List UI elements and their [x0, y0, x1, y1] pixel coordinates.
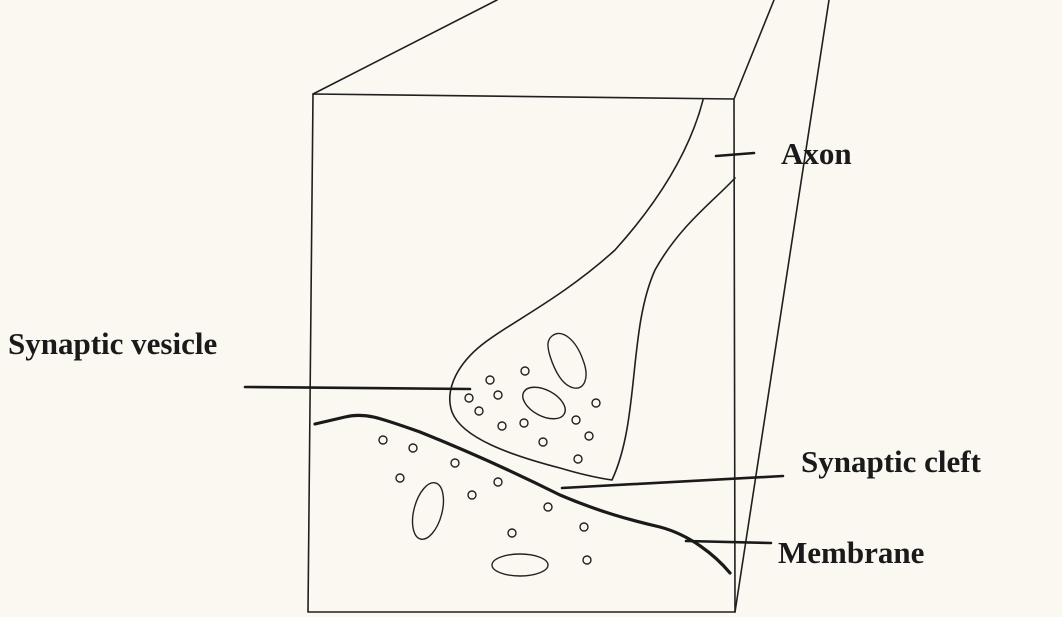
receptor-dot — [450, 458, 460, 468]
block-top-edge-left — [312, 0, 498, 95]
mitochondrion — [491, 553, 549, 577]
receptor-dot — [543, 502, 553, 512]
receptor-dot — [408, 443, 418, 453]
synaptic-vesicle-dot — [493, 390, 503, 400]
axon-terminal-outline — [449, 99, 736, 481]
synaptic-vesicle-dot — [485, 375, 495, 385]
synaptic-cleft-label: Synaptic cleft — [801, 444, 981, 479]
synaptic-vesicle-dot — [464, 393, 474, 403]
synaptic-cleft-leader — [560, 474, 785, 490]
block-front-face — [307, 93, 736, 613]
mitochondrion — [547, 332, 587, 389]
axon-label: Axon — [781, 136, 852, 171]
synaptic-vesicle-dot — [519, 418, 529, 428]
receptor-dot — [395, 473, 405, 483]
receptor-dot — [467, 490, 477, 500]
leader-lines — [243, 385, 785, 545]
membrane-line — [313, 413, 732, 575]
synaptic-vesicle-dot — [584, 431, 594, 441]
synaptic-vesicle-dot — [474, 406, 484, 416]
receptor-dot — [579, 522, 589, 532]
receptor-dot — [507, 528, 517, 538]
axon-label-leader — [714, 151, 756, 158]
synaptic-vesicle-dot — [571, 415, 581, 425]
membrane-label: Membrane — [778, 535, 925, 570]
mitochondrion — [522, 386, 566, 420]
block-top-edge-right — [733, 0, 775, 100]
receptor-dot — [582, 555, 592, 565]
synaptic-vesicle-dot — [520, 366, 530, 376]
synaptic-vesicle-dot — [497, 421, 507, 431]
synaptic-vesicle-leader — [243, 385, 472, 391]
axon-terminal — [449, 99, 756, 481]
synaptic-vesicle-dot — [573, 454, 583, 464]
tissue-block — [307, 0, 830, 613]
synaptic-vesicle-dot — [538, 437, 548, 447]
synaptic-vesicle-label: Synaptic vesicle — [8, 326, 218, 361]
block-back-edge — [734, 0, 830, 613]
receptor-dot — [493, 477, 503, 487]
postsynaptic-contents — [378, 435, 592, 577]
synaptic-vesicle-dot — [591, 398, 601, 408]
receptor-dot — [378, 435, 388, 445]
postsynaptic-membrane — [313, 413, 732, 575]
presynaptic-vesicles — [464, 332, 601, 464]
membrane-leader — [684, 539, 773, 545]
mitochondrion — [411, 482, 445, 540]
